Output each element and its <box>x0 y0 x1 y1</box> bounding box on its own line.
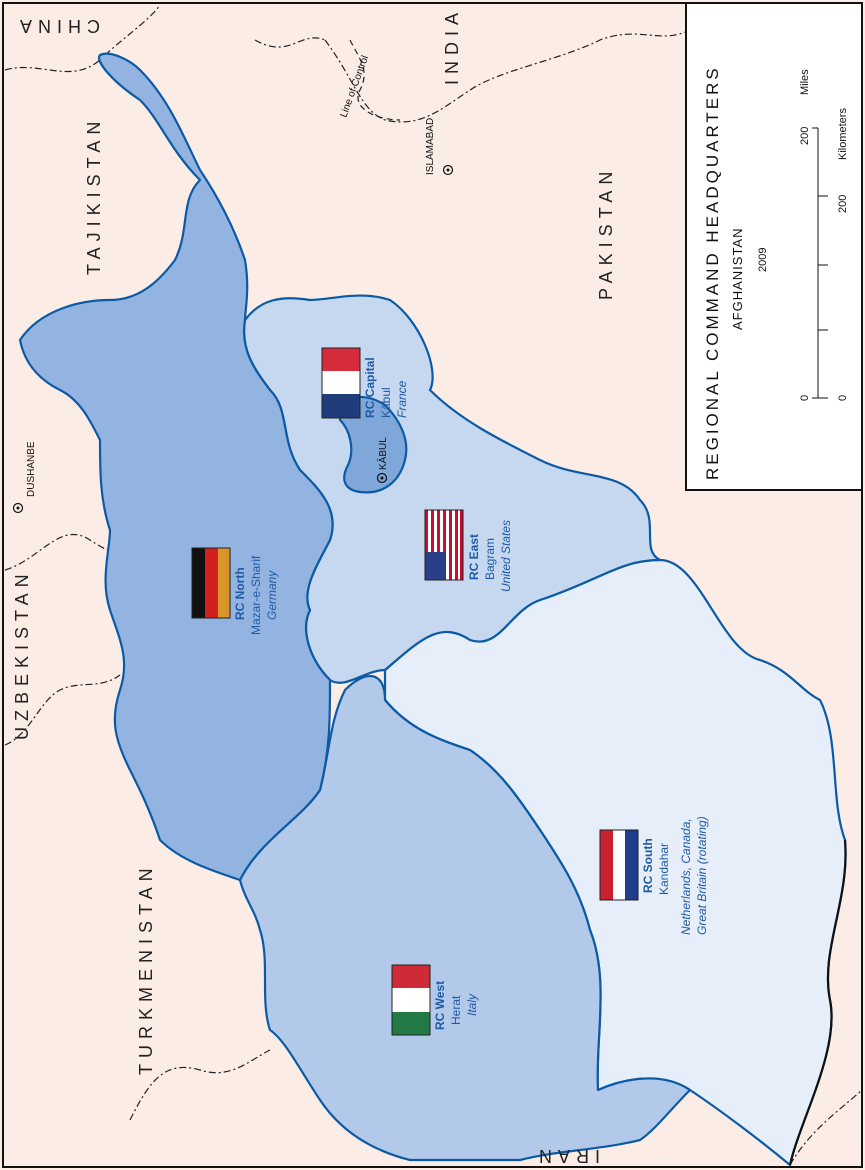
flag-united-states <box>424 509 464 581</box>
label-rc-capital: RC Capital <box>363 357 377 418</box>
neighbor-labels: CHINA INDIA PAKISTAN TAJIKISTAN UZBEKIST… <box>12 7 616 1166</box>
label-rc-capital-city: Kābul <box>379 387 393 418</box>
flag-italy <box>391 964 431 1036</box>
scale-km-max: 200 <box>837 195 849 213</box>
scale-bar <box>812 127 828 399</box>
label-china: CHINA <box>14 16 100 36</box>
label-rc-south-city: Kandahar <box>657 843 671 895</box>
label-pakistan: PAKISTAN <box>596 166 616 300</box>
scale-miles-max: 200 <box>799 127 811 145</box>
label-rc-north-city: Mazar-e-Sharif <box>249 555 263 635</box>
international-borders <box>4 4 863 1166</box>
flag-netherlands <box>599 829 639 901</box>
city-markers: ISLAMABAD DUSHANBE KĀBUL <box>12 118 454 514</box>
label-rc-north: RC North <box>233 567 247 620</box>
flag-germany <box>191 547 231 619</box>
label-islamabad: ISLAMABAD <box>425 118 436 175</box>
map-country: AFGHANISTAN <box>730 228 745 331</box>
label-iran: IRAN <box>533 1146 600 1166</box>
line-of-control <box>349 39 401 121</box>
region-rc-west <box>238 674 692 1162</box>
label-tajikistan: TAJIKISTAN <box>84 116 104 275</box>
afghanistan-regions <box>18 52 847 1167</box>
label-rc-east: RC East <box>467 534 481 580</box>
flags <box>191 347 639 1036</box>
scale-km-label: Kilometers <box>837 108 849 160</box>
label-rc-south-nation-1: Netherlands, Canada, <box>679 818 693 935</box>
scale-miles-zero: 0 <box>799 395 811 401</box>
map-year: 2009 <box>757 248 769 272</box>
label-india: INDIA <box>442 7 462 85</box>
rc-capital-name: RC Capital <box>363 357 377 418</box>
city-kabul: KĀBUL <box>376 437 389 484</box>
label-rc-west: RC West <box>433 981 447 1030</box>
city-islamabad: ISLAMABAD <box>425 118 454 176</box>
label-rc-south-nation-2: Great Britain (rotating) <box>695 816 709 935</box>
label-rc-south: RC South <box>641 838 655 893</box>
label-uzbekistan: UZBEKISTAN <box>12 568 32 740</box>
label-rc-west-nation: Italy <box>465 993 479 1016</box>
region-rc-north <box>18 52 334 882</box>
label-rc-west-city: Herat <box>449 995 463 1025</box>
label-rc-east-city: Bagram <box>483 538 497 580</box>
label-turkmenistan: TURKMENISTAN <box>136 862 156 1075</box>
label-kabul: KĀBUL <box>377 437 389 470</box>
map-title: REGIONAL COMMAND HEADQUARTERS <box>703 65 722 480</box>
label-dushanbe: DUSHANBE <box>26 441 37 497</box>
scale-miles-label: Miles <box>799 69 811 95</box>
label-rc-east-nation: United States <box>499 520 513 592</box>
afghanistan-outline <box>788 839 847 1166</box>
region-labels: RC Capital Kābul France RC East Bagram U… <box>233 357 709 1030</box>
city-dushanbe: DUSHANBE <box>12 441 37 514</box>
label-rc-north-nation: Germany <box>265 570 279 620</box>
legend-panel: REGIONAL COMMAND HEADQUARTERS AFGHANISTA… <box>685 2 863 491</box>
label-rc-capital-nation: France <box>395 380 409 418</box>
scale-km-zero: 0 <box>837 395 849 401</box>
region-rc-capital <box>338 395 408 494</box>
flag-france <box>321 347 361 419</box>
